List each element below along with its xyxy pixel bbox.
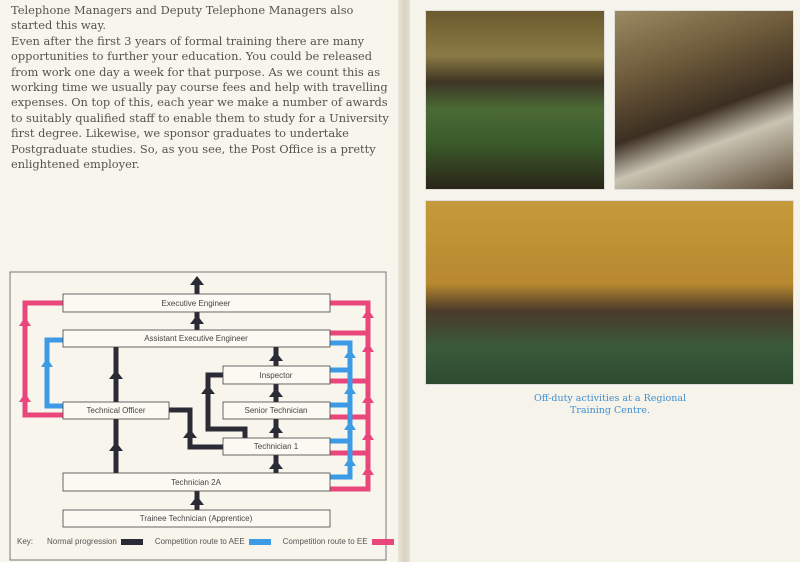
- paragraph-2: Even after the first 3 years of formal t…: [11, 33, 389, 172]
- box-label: Assistant Executive Engineer: [144, 334, 248, 343]
- aee-route-lines: [44, 337, 353, 480]
- box-label: Trainee Technician (Apprentice): [140, 514, 253, 523]
- body-text: Telephone Managers and Deputy Telephone …: [11, 3, 396, 172]
- box-label: Technician 2A: [171, 478, 221, 487]
- normal-progression-arrows: [109, 276, 283, 505]
- left-page: Telephone Managers and Deputy Telephone …: [9, 3, 396, 561]
- box-technical-officer: Technical Officer: [62, 401, 170, 420]
- box-label: Technical Officer: [87, 406, 146, 415]
- diagram-frame: [9, 271, 387, 561]
- box-inspector: Inspector: [222, 365, 331, 385]
- box-trainee-technician: Trainee Technician (Apprentice): [62, 509, 331, 528]
- diagram-key: Key: Normal progression Competition rout…: [17, 537, 394, 546]
- key-normal-swatch: [120, 538, 143, 545]
- career-progression-diagram: Executive Engineer Assistant Executive E…: [9, 271, 387, 561]
- photo-lounge: [425, 200, 794, 385]
- page-gutter: [398, 0, 412, 562]
- box-assistant-executive-engineer: Assistant Executive Engineer: [62, 329, 331, 348]
- key-normal-label: Normal progression: [47, 537, 117, 546]
- box-label: Executive Engineer: [162, 299, 231, 308]
- photo-snooker-room: [425, 10, 605, 190]
- box-label: Inspector: [260, 371, 293, 380]
- box-label: Senior Technician: [244, 406, 307, 415]
- key-aee-label: Competition route to AEE: [154, 537, 245, 546]
- key-ee-swatch: [371, 538, 394, 545]
- key-aee-swatch: [248, 538, 271, 545]
- box-executive-engineer: Executive Engineer: [62, 293, 331, 313]
- ee-route-arrows: [19, 309, 374, 475]
- photo-canteen: [614, 10, 794, 190]
- box-label: Technician 1: [254, 442, 299, 451]
- photo-caption: Off-duty activities at a Regional Traini…: [533, 393, 687, 416]
- key-label: Key:: [17, 537, 34, 546]
- key-ee-label: Competition route to EE: [282, 537, 368, 546]
- aee-route-arrows: [41, 349, 356, 466]
- paragraph-1: Telephone Managers and Deputy Telephone …: [11, 3, 354, 33]
- box-technician-2a: Technician 2A: [62, 472, 331, 492]
- box-senior-technician: Senior Technician: [222, 401, 331, 420]
- box-technician-1: Technician 1: [222, 437, 331, 456]
